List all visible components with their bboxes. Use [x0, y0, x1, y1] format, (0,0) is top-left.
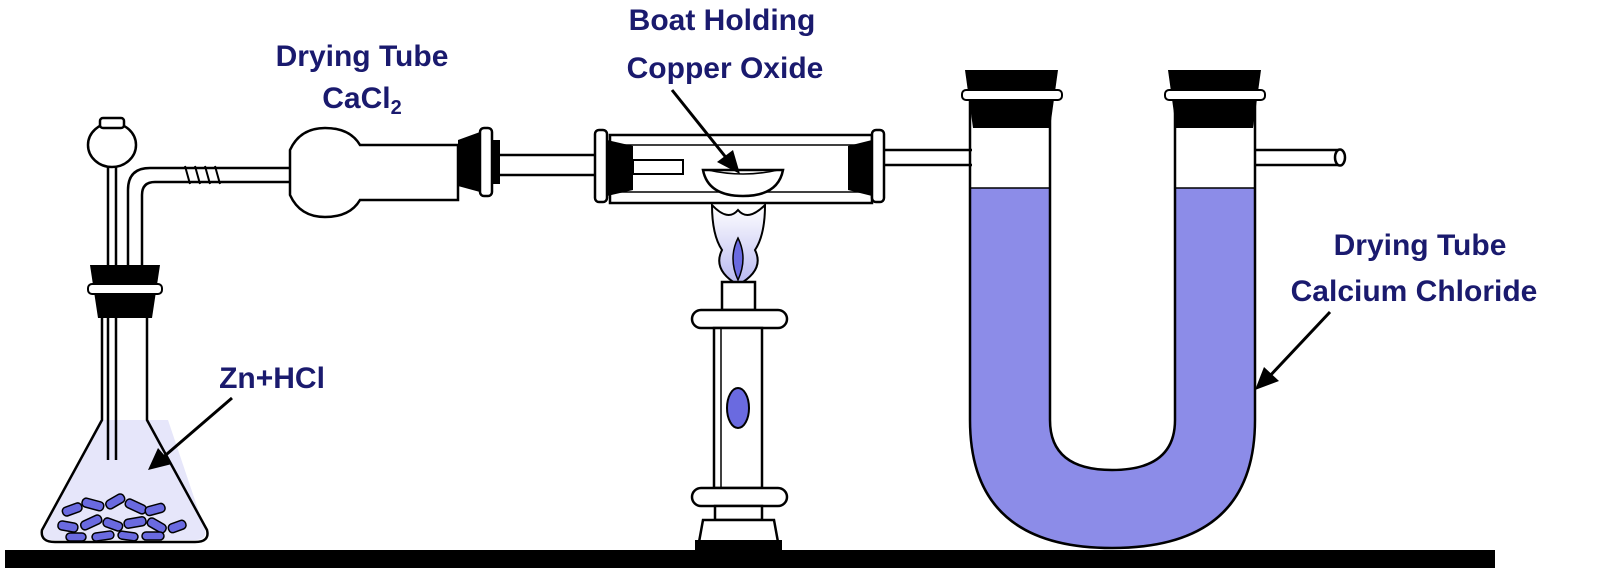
air-hole	[726, 387, 750, 429]
zinc-granules	[57, 493, 187, 542]
label-calcium-chloride: Calcium Chloride	[1291, 275, 1538, 308]
label-drying-tube-cacl2: Drying Tube CaCl2	[276, 40, 449, 119]
label-drying-tube-right-line1: Drying Tube	[1334, 229, 1507, 262]
label-zn-hcl: Zn+HCl	[219, 362, 325, 395]
drying-tube-stopper	[458, 132, 480, 192]
u-tube	[961, 70, 1347, 550]
combustion-tube	[593, 128, 972, 205]
bunsen-burner	[690, 202, 789, 550]
label-drying-tube-line1: Drying Tube	[276, 40, 449, 73]
label-boat-line2: Copper Oxide	[627, 52, 824, 85]
drying-tube-bulb	[288, 126, 595, 219]
conical-flask	[40, 116, 295, 544]
label-cacl2: CaCl2	[322, 82, 401, 119]
label-flask-contents: Zn+HCl	[148, 362, 325, 470]
bench-surface	[5, 550, 1495, 568]
label-boat: Boat Holding Copper Oxide	[627, 4, 824, 174]
u-tube-fill	[970, 188, 1255, 548]
label-drying-tube-right: Drying Tube Calcium Chloride	[1255, 229, 1537, 390]
copper-oxide-boat	[701, 168, 785, 198]
label-boat-line1: Boat Holding	[629, 4, 816, 37]
